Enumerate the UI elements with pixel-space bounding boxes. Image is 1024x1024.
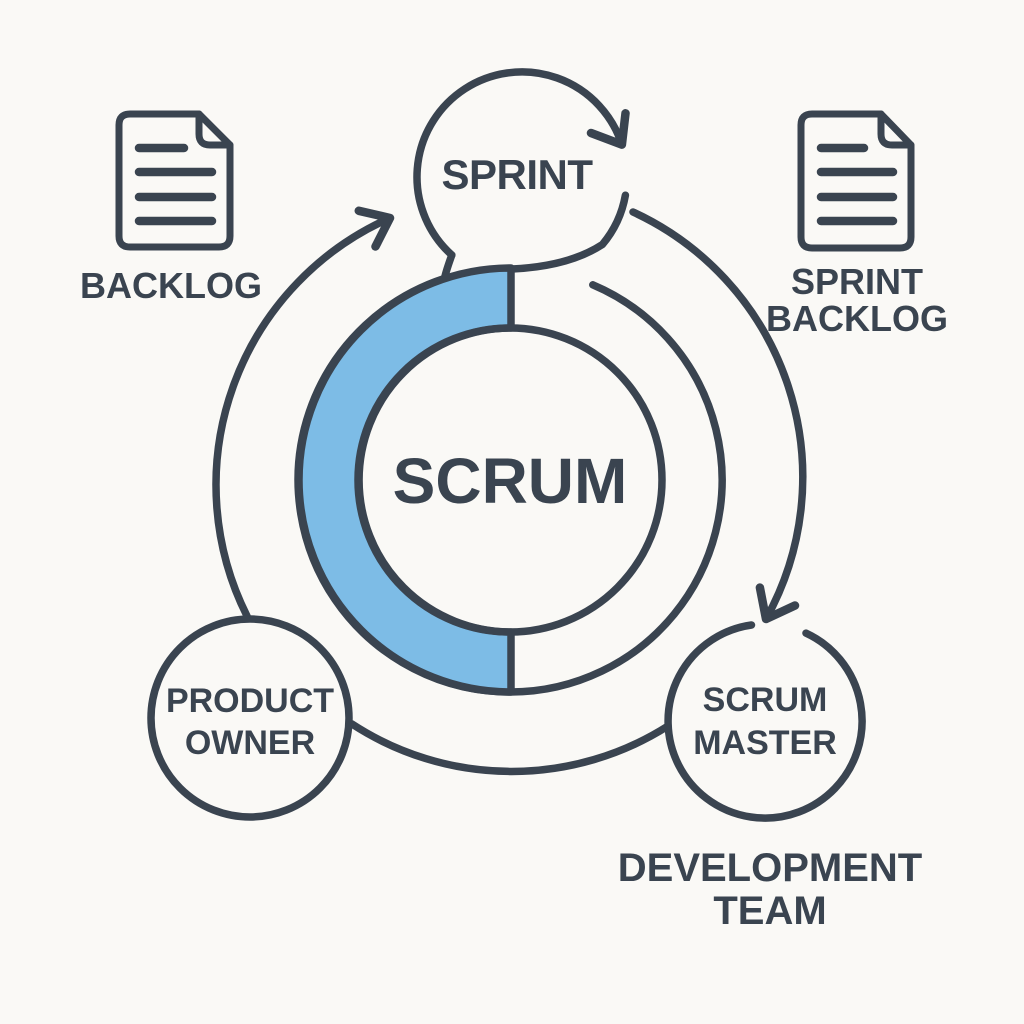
product-owner-label-line2: OWNER	[185, 724, 315, 762]
sprint-backlog-document-outline	[797, 110, 915, 252]
product-owner-circle-fill	[151, 619, 349, 817]
backlog-label: BACKLOG	[80, 265, 262, 306]
sprint-circle-right-blend	[508, 191, 630, 273]
flow-arc-backlog-to-sprint	[212, 214, 394, 620]
product-owner-label-line1: PRODUCT	[166, 682, 334, 720]
scrum-master-label-line2: MASTER	[693, 724, 837, 762]
backlog-document-outline	[115, 110, 234, 251]
sprint-backlog-label-line1: SPRINT	[791, 261, 923, 302]
sprint-backlog-document-fold	[877, 110, 915, 149]
sprint-cycle-arrowhead-icon	[586, 109, 630, 149]
development-team-label-line1: DEVELOPMENT	[618, 846, 922, 890]
backlog-document-icon	[115, 110, 234, 251]
scrum-center-label: SCRUM	[393, 445, 628, 517]
sprint-backlog-document-icon	[797, 110, 915, 252]
flow-arc-sprint-to-scrum-master	[629, 208, 807, 623]
flow-arc-bottom-connector	[348, 720, 672, 776]
scrum-ring-inner-circle	[354, 324, 666, 636]
product-owner-circle	[147, 615, 353, 821]
scrum-master-circle	[664, 621, 866, 822]
sprint-cycle-arrow-icon	[413, 68, 626, 259]
arrow-into-sprint-icon	[354, 206, 395, 251]
backlog-document-fold	[195, 110, 234, 149]
scrum-master-circle-fill	[668, 624, 862, 818]
sprint-backlog-label-line2: BACKLOG	[766, 298, 948, 339]
arrow-into-scrum-master-icon	[755, 583, 800, 624]
scrum-master-label-line1: SCRUM	[703, 681, 828, 719]
development-team-label-line2: TEAM	[713, 889, 826, 933]
sprint-label: SPRINT	[441, 151, 593, 198]
